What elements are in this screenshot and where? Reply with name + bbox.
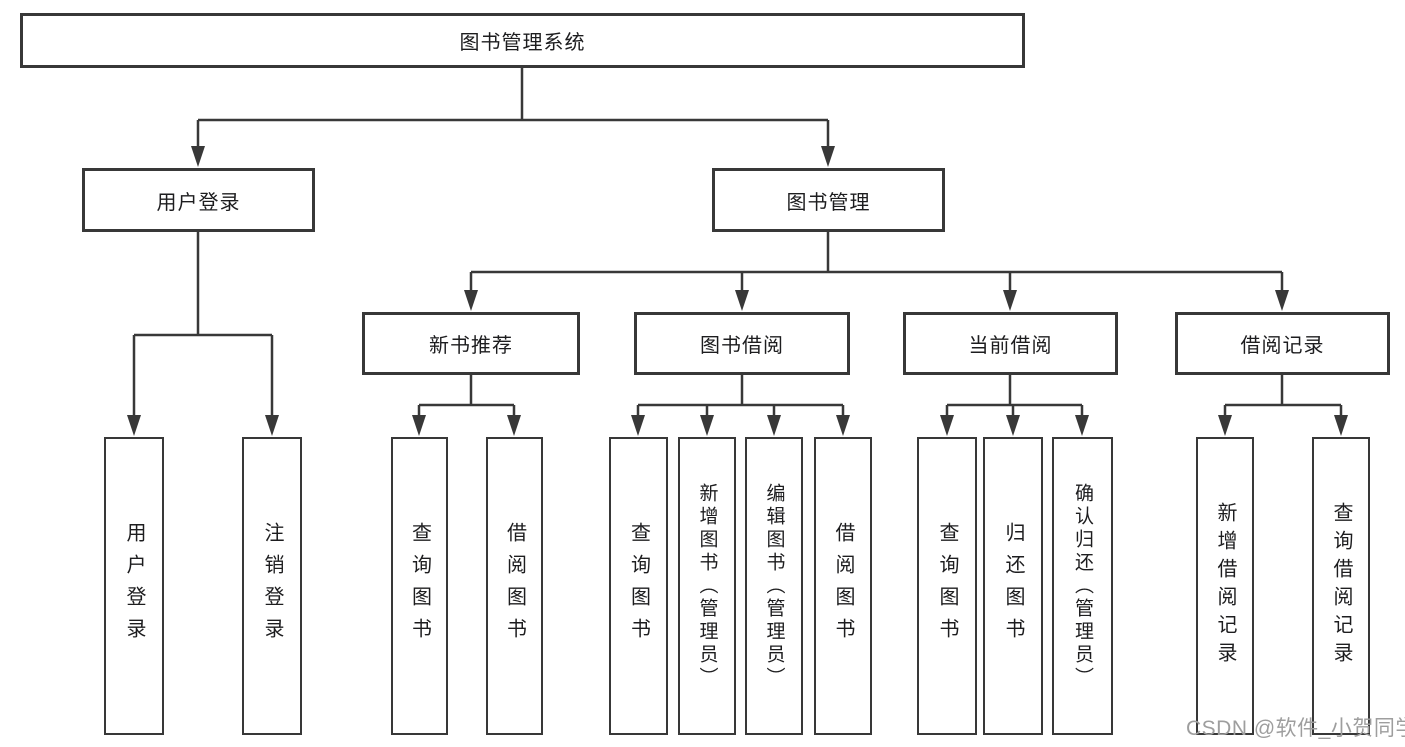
leaf-newbook-borrow: 借阅图书	[486, 437, 543, 735]
leaf-record-query-label: 查询借阅记录	[1330, 502, 1352, 670]
leaf-record-query: 查询借阅记录	[1312, 437, 1370, 735]
leaf-borrow-add-label: 新增图书（管理员）	[696, 482, 718, 690]
node-book-borrow-label: 图书借阅	[700, 335, 784, 357]
node-current-borrow: 当前借阅	[903, 312, 1118, 375]
node-new-book: 新书推荐	[362, 312, 580, 375]
leaf-borrow-book: 借阅图书	[814, 437, 872, 735]
leaf-current-query: 查询图书	[917, 437, 977, 735]
connector-new-book-to-leaves	[412, 375, 521, 436]
node-borrow-record-label: 借阅记录	[1240, 335, 1325, 357]
leaf-borrow-add: 新增图书（管理员）	[678, 437, 736, 735]
connector-book-borrow-to-leaves	[631, 375, 850, 436]
leaf-newbook-query: 查询图书	[391, 437, 448, 735]
leaf-borrow-query: 查询图书	[609, 437, 668, 735]
node-book-mgmt: 图书管理	[712, 168, 945, 232]
connector-root-to-level2	[191, 68, 835, 167]
leaf-borrow-query-label: 查询图书	[627, 522, 650, 650]
leaf-logout-label: 注销登录	[261, 522, 283, 650]
leaf-record-add-label: 新增借阅记录	[1214, 502, 1236, 670]
leaf-current-confirm-label: 确认归还（管理员）	[1072, 482, 1093, 690]
node-root-label: 图书管理系统	[459, 32, 586, 54]
node-user-login-label: 用户登录	[156, 191, 241, 214]
node-book-mgmt-label: 图书管理	[786, 191, 871, 214]
node-book-borrow: 图书借阅	[634, 312, 850, 375]
leaf-newbook-query-label: 查询图书	[408, 522, 431, 650]
leaf-current-query-label: 查询图书	[936, 522, 958, 650]
leaf-newbook-borrow-label: 借阅图书	[503, 522, 526, 650]
leaf-borrow-edit-label: 编辑图书（管理员）	[763, 482, 785, 690]
connector-book-mgmt-to-level3	[464, 232, 1289, 311]
leaf-current-return-label: 归还图书	[1002, 522, 1024, 650]
leaf-borrow-edit: 编辑图书（管理员）	[745, 437, 803, 735]
leaf-user-login: 用户登录	[104, 437, 164, 735]
connector-current-borrow-to-leaves	[940, 375, 1089, 436]
node-borrow-record: 借阅记录	[1175, 312, 1390, 375]
leaf-user-login-label: 用户登录	[123, 522, 145, 650]
node-root-system: 图书管理系统	[20, 13, 1025, 68]
node-user-login: 用户登录	[82, 168, 315, 232]
csdn-watermark: CSDN @软件_小贺同学	[1186, 717, 1405, 740]
leaf-current-confirm: 确认归还（管理员）	[1052, 437, 1113, 735]
node-current-borrow-label: 当前借阅	[968, 335, 1053, 357]
leaf-current-return: 归还图书	[983, 437, 1043, 735]
leaf-logout: 注销登录	[242, 437, 302, 735]
leaf-record-add: 新增借阅记录	[1196, 437, 1254, 735]
leaf-borrow-book-label: 借阅图书	[832, 522, 854, 650]
node-new-book-label: 新书推荐	[429, 335, 513, 357]
connector-user-login-to-leaves	[127, 232, 279, 436]
connector-borrow-record-to-leaves	[1218, 375, 1348, 436]
